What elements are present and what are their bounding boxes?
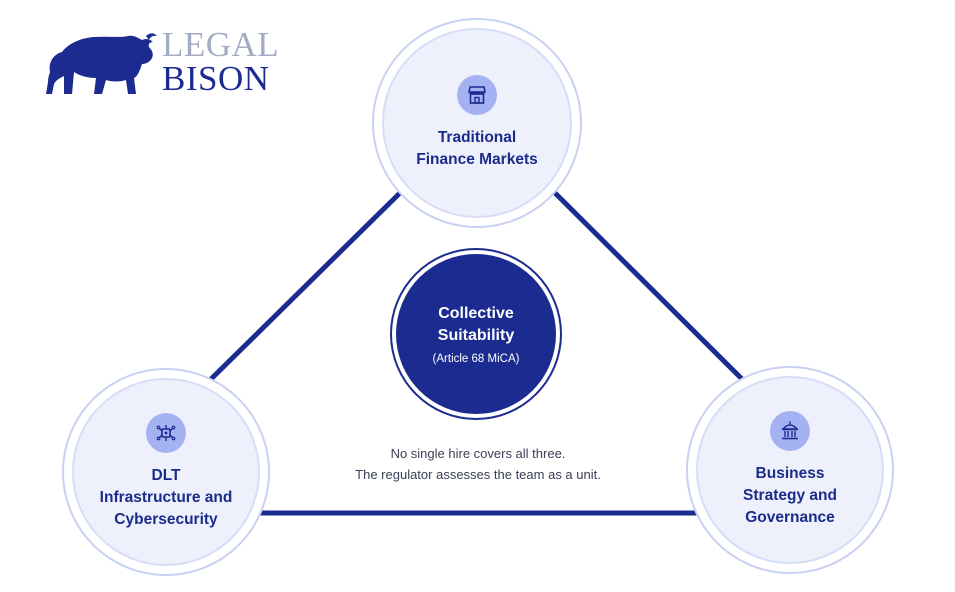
node-label: Traditional Finance Markets xyxy=(416,129,538,168)
connector-top-left xyxy=(206,186,407,384)
explanatory-note: No single hire covers all three. The reg… xyxy=(300,443,656,485)
bison-icon xyxy=(46,33,157,94)
note-line-1: No single hire covers all three. xyxy=(390,446,566,461)
center-collective-suitability: Collective Suitability (Article 68 MiCA) xyxy=(396,254,556,414)
circuit-chip-icon xyxy=(146,413,186,453)
note-line-2: The regulator assesses the team as a uni… xyxy=(355,467,601,482)
brand-logo: LEGAL BISON xyxy=(46,25,296,100)
connector-top-right xyxy=(548,186,747,384)
institution-building-icon xyxy=(770,411,810,451)
center-subtitle: (Article 68 MiCA) xyxy=(432,353,520,365)
node-business-strategy-governance: Business Strategy and Governance xyxy=(696,376,884,564)
node-dlt-infrastructure: DLT Infrastructure and Cybersecurity xyxy=(72,378,260,566)
node-label: DLT Infrastructure and Cybersecurity xyxy=(99,467,233,528)
logo-wordmark-legal: LEGAL xyxy=(162,25,280,64)
center-title: Collective Suitability xyxy=(437,305,515,344)
node-label: Business Strategy and Governance xyxy=(743,465,837,526)
logo-wordmark-bison: BISON xyxy=(162,59,270,98)
storefront-icon xyxy=(457,75,497,115)
node-traditional-finance-markets: Traditional Finance Markets xyxy=(382,28,572,218)
